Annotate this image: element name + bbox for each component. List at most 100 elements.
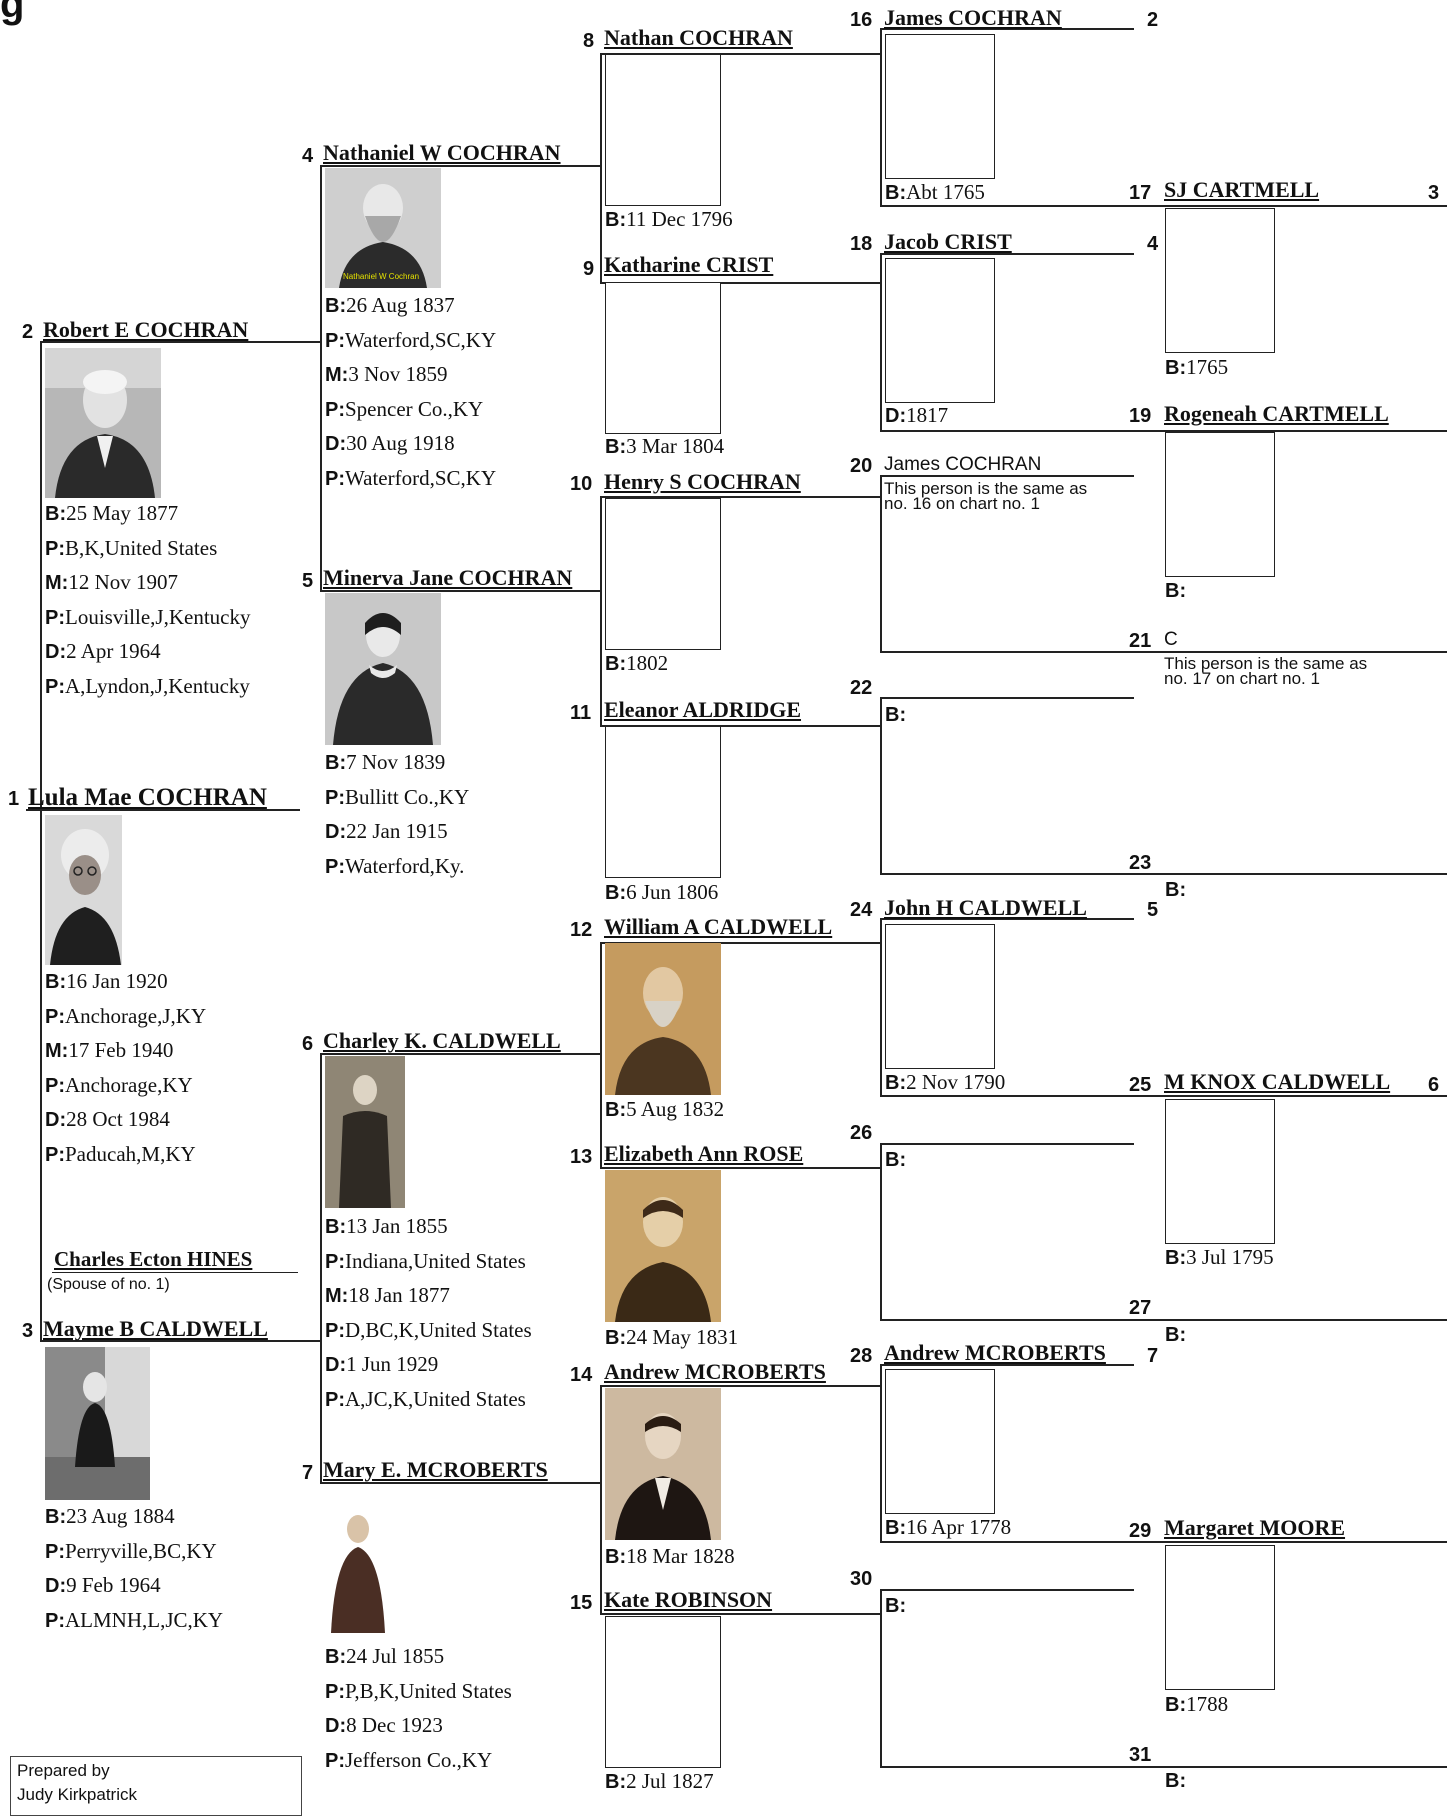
- person-18-photo-frame[interactable]: [885, 258, 995, 403]
- person-16-photo-frame[interactable]: [885, 34, 995, 179]
- person-5-number: 5: [302, 570, 314, 592]
- person-28-photo-frame[interactable]: [885, 1369, 995, 1514]
- person-8-birth: B:11 Dec 1796: [605, 207, 733, 231]
- person-6-name[interactable]: Charley K. CALDWELL: [323, 1028, 561, 1053]
- person-1-name[interactable]: Lula Mae COCHRAN: [28, 784, 267, 811]
- person-18-number: 18: [850, 233, 873, 255]
- person-1-number: 1: [8, 788, 20, 810]
- person-11-name[interactable]: Eleanor ALDRIDGE: [604, 697, 802, 722]
- person-16-continued-chart[interactable]: 2: [1147, 9, 1159, 31]
- person-14-name[interactable]: Andrew MCROBERTS: [604, 1359, 826, 1384]
- person-13-birth: B:24 May 1831: [605, 1325, 739, 1349]
- person-13-photo[interactable]: [605, 1170, 721, 1322]
- person-12-birth: B:5 Aug 1832: [605, 1097, 725, 1121]
- person-28-name[interactable]: Andrew MCROBERTS: [884, 1340, 1106, 1365]
- person-5-facts: B:7 Nov 1839 P:Bullitt Co.,KY D:22 Jan 1…: [325, 750, 470, 878]
- person-30-birth: B:: [885, 1595, 907, 1617]
- person-3-number: 3: [22, 1320, 34, 1342]
- person-21-number: 21: [1129, 630, 1152, 652]
- person-15-photo-frame[interactable]: [605, 1616, 721, 1768]
- person-12-name[interactable]: William A CALDWELL: [604, 914, 833, 939]
- person-10-name[interactable]: Henry S COCHRAN: [604, 469, 801, 494]
- prepared-by-name: Judy Kirkpatrick: [17, 1785, 137, 1804]
- person-20-number: 20: [850, 455, 873, 477]
- person-4-photo[interactable]: Nathaniel W Cochran: [325, 168, 441, 288]
- person-11-number: 11: [570, 702, 592, 724]
- person-5-name[interactable]: Minerva Jane COCHRAN: [323, 565, 573, 590]
- person-24-photo-frame[interactable]: [885, 924, 995, 1069]
- person-14-birth: B:18 Mar 1828: [605, 1544, 735, 1568]
- person-24-name[interactable]: John H CALDWELL: [884, 895, 1087, 920]
- person-3-photo[interactable]: [45, 1347, 150, 1500]
- person-2-photo[interactable]: [45, 348, 161, 498]
- person-28-continued-chart[interactable]: 7: [1147, 1345, 1159, 1367]
- person-10-number: 10: [570, 473, 593, 495]
- person-21-name[interactable]: C: [1164, 629, 1178, 650]
- person-25-continued-chart[interactable]: 6: [1428, 1074, 1440, 1096]
- person-29-name[interactable]: Margaret MOORE: [1164, 1515, 1346, 1540]
- person-15-name[interactable]: Kate ROBINSON: [604, 1587, 773, 1612]
- person-10-birth: B:1802: [605, 651, 669, 675]
- person-9-name[interactable]: Katharine CRIST: [604, 252, 774, 277]
- person-10-photo-frame[interactable]: [605, 498, 721, 650]
- person-25-birth: B:3 Jul 1795: [1165, 1245, 1274, 1269]
- person-24-birth: B:2 Nov 1790: [885, 1070, 1006, 1094]
- person-19-name[interactable]: Rogeneah CARTMELL: [1164, 401, 1389, 426]
- person-19-birth: B:: [1165, 580, 1187, 602]
- person-16-name[interactable]: James COCHRAN: [884, 5, 1062, 30]
- person-9-photo-frame[interactable]: [605, 282, 721, 434]
- person-8-photo-frame[interactable]: [605, 54, 721, 206]
- person-6-number: 6: [302, 1033, 314, 1055]
- person-20-note-line1: This person is the same as: [884, 479, 1088, 498]
- person-12-photo[interactable]: [605, 943, 721, 1095]
- spouse-name[interactable]: Charles Ecton HINES: [54, 1247, 253, 1271]
- person-18-name[interactable]: Jacob CRIST: [884, 229, 1012, 254]
- person-16-birth: B:Abt 1765: [885, 180, 985, 204]
- person-7-photo[interactable]: [325, 1505, 391, 1633]
- chart-title-fragment: g: [0, 0, 25, 26]
- person-17-photo-frame[interactable]: [1165, 208, 1275, 353]
- person-7-facts: B:24 Jul 1855 P:P,B,K,United States D:8 …: [325, 1644, 512, 1772]
- person-29-birth: B:1788: [1165, 1692, 1229, 1716]
- person-14-photo[interactable]: [605, 1388, 721, 1540]
- person-19-number: 19: [1129, 405, 1152, 427]
- person-28-birth: B:16 Apr 1778: [885, 1515, 1012, 1539]
- person-17-number: 17: [1129, 182, 1152, 204]
- person-3-name[interactable]: Mayme B CALDWELL: [43, 1316, 268, 1341]
- person-2-number: 2: [22, 321, 34, 343]
- person-20-name[interactable]: James COCHRAN: [884, 454, 1042, 475]
- person-2-name[interactable]: Robert E COCHRAN: [43, 317, 249, 342]
- person-5-photo[interactable]: [325, 593, 441, 745]
- person-16-number: 16: [850, 9, 873, 31]
- person-18-continued-chart[interactable]: 4: [1147, 233, 1159, 255]
- person-21-note-line1: This person is the same as: [1164, 654, 1368, 673]
- person-17-birth: B:1765: [1165, 355, 1229, 379]
- person-31-birth: B:: [1165, 1770, 1187, 1792]
- person-25-name[interactable]: M KNOX CALDWELL: [1164, 1069, 1391, 1094]
- person-19-photo-frame[interactable]: [1165, 432, 1275, 577]
- person-4-name[interactable]: Nathaniel W COCHRAN: [323, 140, 561, 165]
- person-7-number: 7: [302, 1462, 314, 1484]
- person-17-continued-chart[interactable]: 3: [1428, 182, 1440, 204]
- person-25-photo-frame[interactable]: [1165, 1099, 1275, 1244]
- person-24-continued-chart[interactable]: 5: [1147, 899, 1159, 921]
- person-3-facts: B:23 Aug 1884 P:Perryville,BC,KY D:9 Feb…: [45, 1504, 224, 1632]
- person-6-photo[interactable]: [325, 1056, 405, 1208]
- person-11-photo-frame[interactable]: [605, 726, 721, 878]
- person-1-photo[interactable]: [45, 815, 122, 965]
- person-20-note-line2: no. 16 on chart no. 1: [884, 494, 1040, 513]
- person-9-birth: B:3 Mar 1804: [605, 434, 725, 458]
- person-8-name[interactable]: Nathan COCHRAN: [604, 25, 793, 50]
- spouse-note: (Spouse of no. 1): [47, 1276, 170, 1293]
- person-23-number: 23: [1129, 852, 1152, 874]
- person-7-name[interactable]: Mary E. MCROBERTS: [323, 1457, 548, 1482]
- person-2-facts: B:25 May 1877 P:B,K,United States M:12 N…: [45, 501, 251, 698]
- person-24-number: 24: [850, 899, 873, 921]
- person-29-photo-frame[interactable]: [1165, 1545, 1275, 1690]
- person-30-number: 30: [850, 1568, 873, 1590]
- person-17-name[interactable]: SJ CARTMELL: [1164, 177, 1320, 202]
- person-13-name[interactable]: Elizabeth Ann ROSE: [604, 1141, 804, 1166]
- person-9-number: 9: [583, 258, 595, 280]
- person-15-birth: B:2 Jul 1827: [605, 1769, 714, 1793]
- person-26-number: 26: [850, 1122, 873, 1144]
